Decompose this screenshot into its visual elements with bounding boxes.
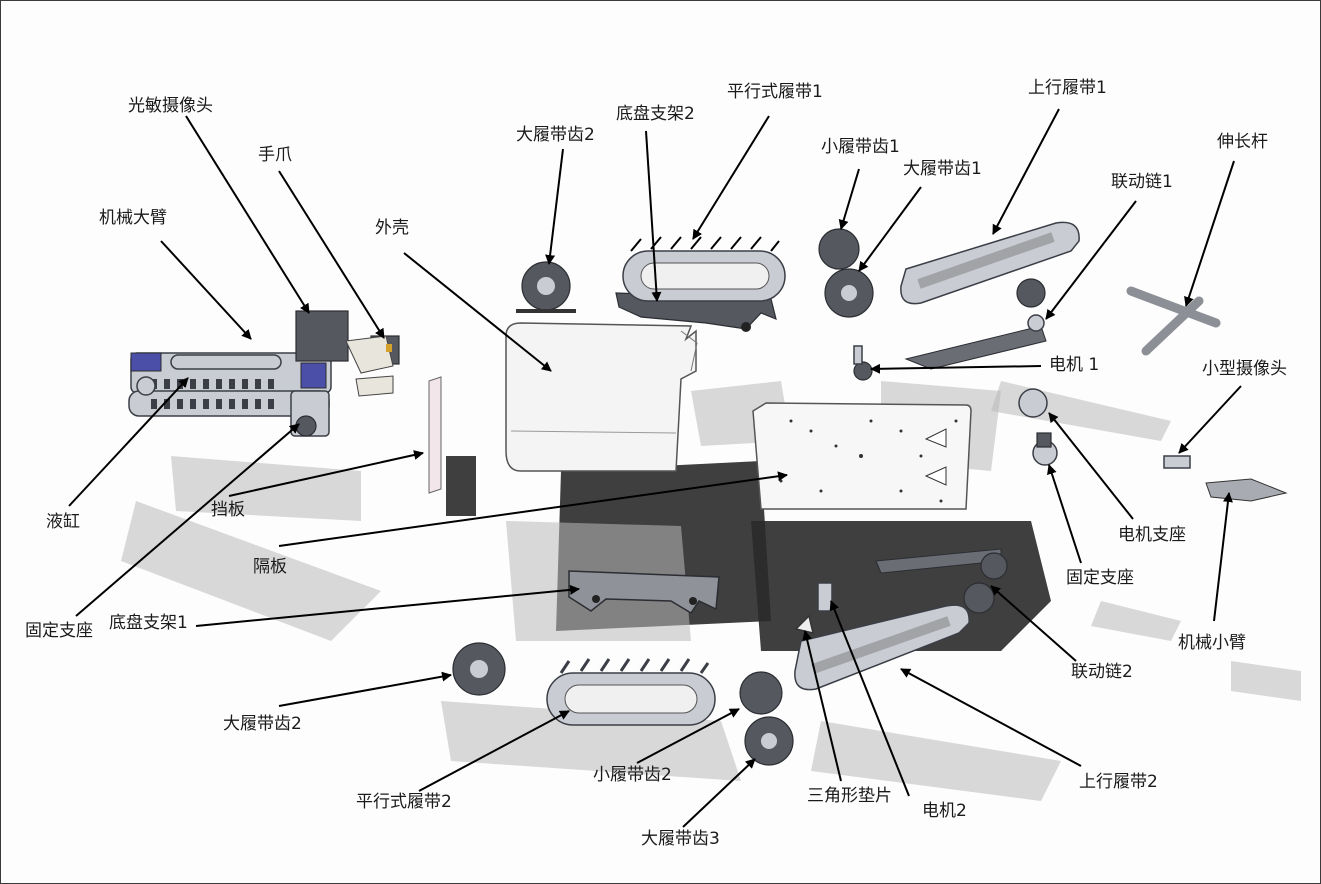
label-extension-rod: 伸长杆: [1217, 132, 1268, 152]
baffle-plate: [428, 376, 442, 494]
label-link-chain-1: 联动链1: [1111, 172, 1173, 192]
parallel-track-2-part: [546, 658, 716, 726]
label-big-sprocket-1: 大履带齿1: [903, 159, 982, 179]
leader-lines: [68, 108, 1242, 828]
big-sprocket-2-top-part: [516, 261, 576, 313]
label-big-sprocket-3: 大履带齿3: [641, 829, 720, 849]
big-arm-assembly: [128, 310, 400, 437]
label-baffle: 挡板: [211, 500, 245, 520]
motor-2-part: [817, 582, 833, 612]
label-chassis-bracket-1: 底盘支架1: [109, 613, 188, 633]
label-small-camera: 小型摄像头: [1202, 359, 1287, 379]
link-chain-1-part: [904, 314, 1047, 370]
label-partition: 隔板: [253, 557, 287, 577]
label-big-arm: 机械大臂: [99, 208, 167, 228]
label-hydraulic-cylinder: 液缸: [46, 512, 80, 532]
label-big-sprocket-2-top: 大履带齿2: [516, 125, 595, 145]
label-gripper: 手爪: [258, 145, 292, 165]
label-big-sprocket-2-bottom: 大履带齿2: [223, 714, 302, 734]
small-camera-part: [1163, 455, 1191, 469]
parallel-track-1-part: [622, 236, 786, 302]
label-parallel-track-1: 平行式履带1: [727, 82, 823, 102]
label-fixed-mount-right: 固定支座: [1066, 568, 1134, 588]
label-parallel-track-2: 平行式履带2: [356, 792, 452, 812]
motor-1-part: [853, 345, 873, 381]
shell-part: [505, 322, 698, 472]
label-small-sprocket-2: 小履带齿2: [593, 765, 672, 785]
chassis-bracket-1-part: [568, 570, 720, 615]
partition-plate: [752, 402, 972, 510]
label-upward-track-2: 上行履带2: [1079, 772, 1158, 792]
label-motor-2: 电机2: [922, 801, 967, 821]
small-sprocket-2-part: [739, 671, 783, 715]
label-small-sprocket-1: 小履带齿1: [821, 137, 900, 157]
chassis-bracket-2-part: [615, 292, 777, 332]
label-motor-mount: 电机支座: [1118, 525, 1186, 545]
label-photosensitive-camera: 光敏摄像头: [128, 96, 213, 116]
small-sprocket-1-part: [818, 228, 860, 270]
label-small-arm: 机械小臂: [1178, 633, 1246, 653]
upward-track-2-part: [794, 604, 970, 691]
label-chassis-bracket-2: 底盘支架2: [616, 104, 695, 124]
small-arm-part: [1205, 478, 1288, 502]
label-link-chain-2: 联动链2: [1071, 662, 1133, 682]
label-motor-1: 电机 1: [1049, 355, 1100, 375]
upward-track-1-part: [900, 221, 1080, 308]
extension-rod-part: [1126, 286, 1221, 356]
label-shell: 外壳: [375, 218, 409, 238]
label-fixed-mount-left: 固定支座: [25, 621, 93, 641]
link-chain-2-part: [875, 548, 1008, 614]
label-triangle-shim: 三角形垫片: [807, 786, 892, 806]
label-upward-track-1: 上行履带1: [1028, 78, 1107, 98]
motor-mount-part: [1018, 388, 1048, 418]
